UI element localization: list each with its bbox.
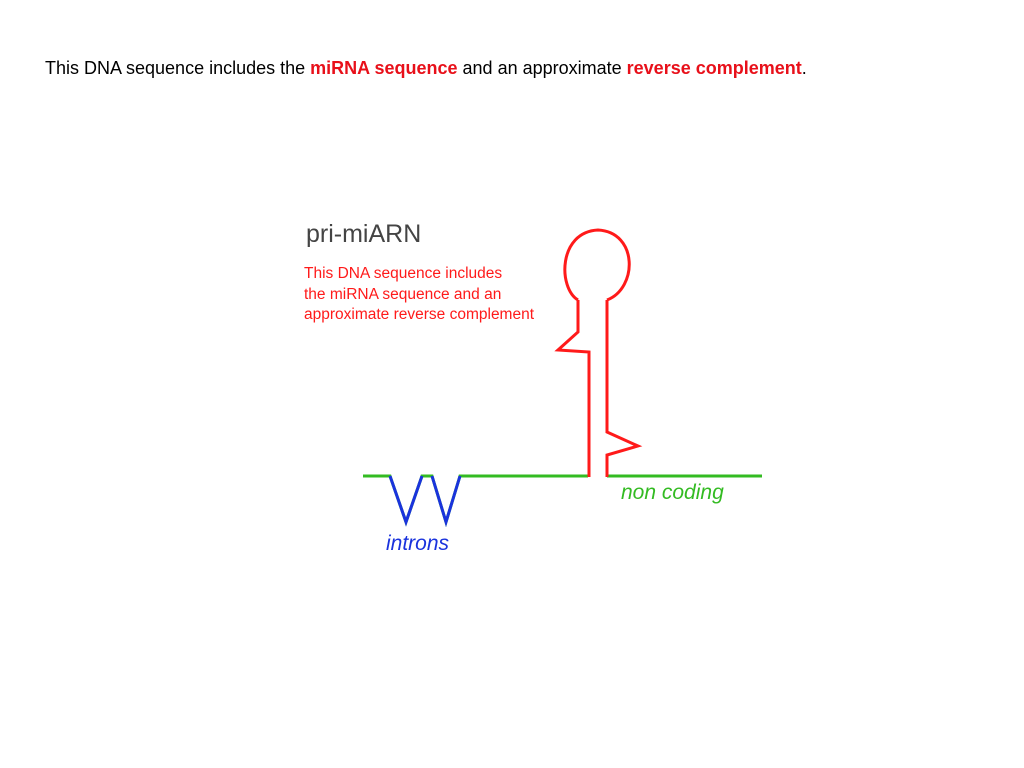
slide-caption: This DNA sequence includes the miRNA seq…	[45, 58, 807, 79]
hairpin-loop	[563, 228, 631, 302]
hairpin-right-strand	[605, 300, 643, 477]
non-coding-label: non coding	[621, 481, 724, 504]
diagram-description-line-1: This DNA sequence includes	[304, 265, 502, 282]
introns-label: introns	[386, 532, 450, 555]
hairpin-left-strand	[554, 300, 591, 477]
caption-text-2: and an approximate	[457, 58, 627, 78]
caption-text-1: This DNA sequence includes the	[45, 58, 311, 78]
diagram-description-line-3: approximate reverse complement	[304, 306, 535, 323]
diagram-title: pri-miARN	[306, 220, 421, 248]
caption-text-3: .	[801, 58, 807, 78]
diagram-description-line-2: the miRNA sequence and an	[304, 286, 501, 303]
intron-2	[430, 475, 462, 528]
intron-1	[388, 475, 424, 527]
caption-highlight-mirna: miRNA sequence	[310, 58, 458, 78]
caption-highlight-reverse-complement: reverse complement	[626, 58, 802, 78]
